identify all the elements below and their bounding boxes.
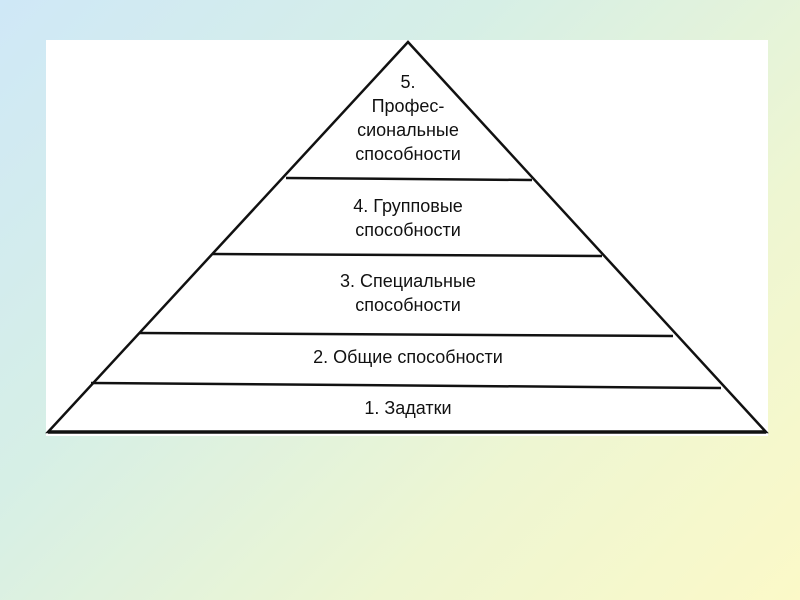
divider-5-4 [285,176,533,182]
level-4-line-1: 4. Групповые [353,196,463,216]
pyramid-level-4: 4. Групповые способности [353,196,463,240]
pyramid-level-2: 2. Общие способности [313,347,503,367]
level-5-line-2: Профес- [372,96,445,116]
divider-4-3 [212,252,603,258]
diagram-panel: 5. Профес- сиональные способности 4. Гру… [45,40,769,436]
pyramid-level-5: 5. Профес- сиональные способности [355,72,461,164]
pyramid-level-3: 3. Специальные способности [340,271,476,315]
level-3-line-2: способности [355,295,461,315]
level-1-line-1: 1. Задатки [364,398,451,418]
level-2-line-1: 2. Общие способности [313,347,503,367]
level-3-line-1: 3. Специальные [340,271,476,291]
divider-3-2 [138,331,674,338]
pyramid-level-1: 1. Задатки [364,398,451,418]
divider-2-1 [90,381,722,390]
level-4-line-2: способности [355,220,461,240]
level-5-line-1: 5. [400,72,415,92]
ability-pyramid: 5. Профес- сиональные способности 4. Гру… [45,40,769,434]
level-5-line-3: сиональные [357,120,459,140]
level-5-line-4: способности [355,144,461,164]
